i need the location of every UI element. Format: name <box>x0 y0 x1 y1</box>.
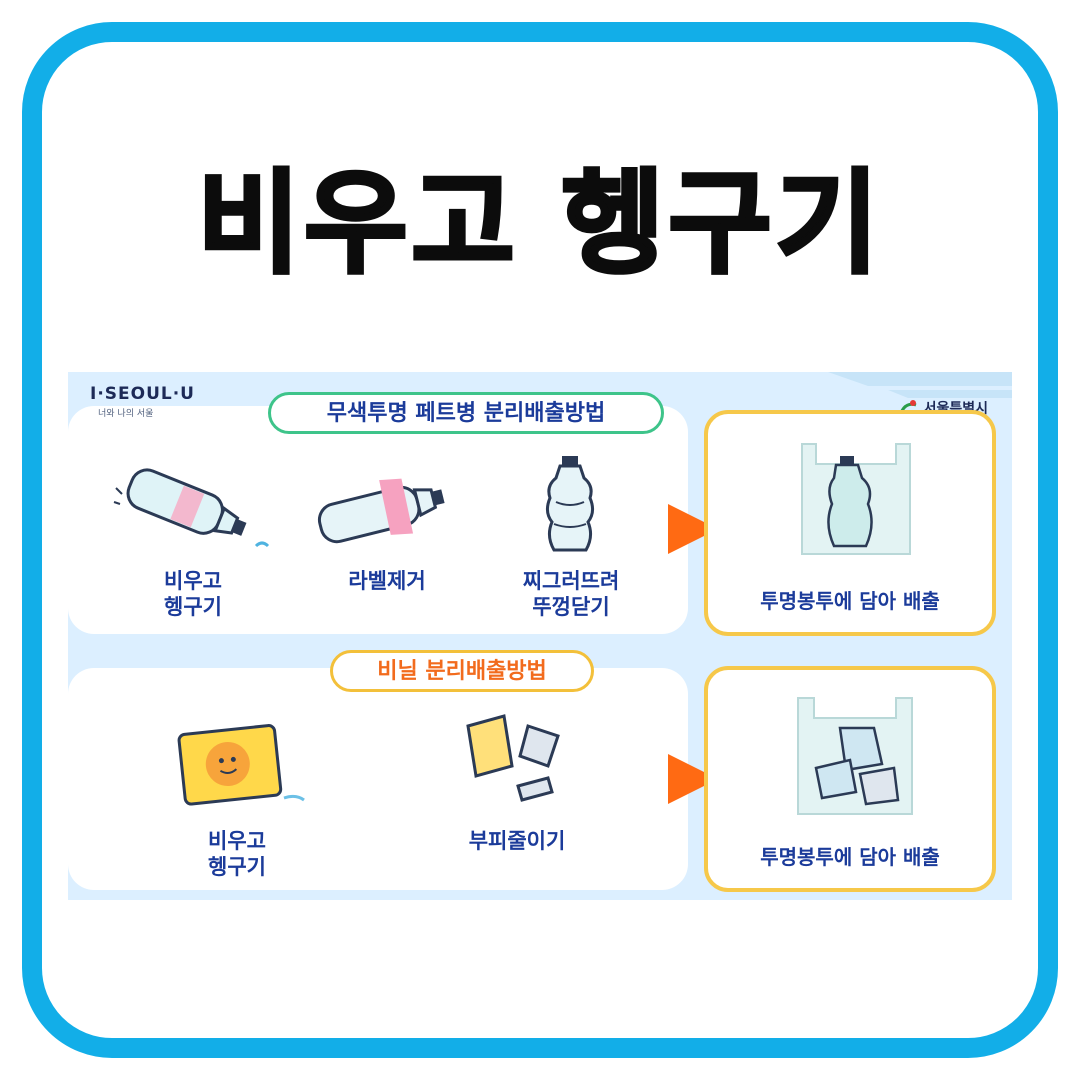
crush-bottle-icon <box>545 456 595 552</box>
vinyl-step-2-label: 부피줄이기 <box>468 829 566 853</box>
arrow-right-icon <box>668 754 718 804</box>
rinse-snack-bag-icon <box>177 724 305 806</box>
arrow-right-icon <box>668 504 718 554</box>
vinyl-result-box: 투명봉투에 담아 배출 <box>704 666 996 892</box>
fold-vinyl-icon <box>466 714 560 802</box>
brand-slogan: 너와 나의 서울 <box>98 409 154 419</box>
recycling-poster: I·SEOUL·U 너와 나의 서울 서울특별시 무색투명 페트병 분리배출방법… <box>68 372 1012 900</box>
brand-block: I·SEOUL·U 너와 나의 서울 <box>90 384 195 419</box>
pet-step-3-label: 찌그러뜨려 뚜껑닫기 <box>522 569 620 619</box>
brand-logo: I·SEOUL·U <box>90 384 195 404</box>
pet-step-2-label: 라벨제거 <box>348 569 426 593</box>
page-title: 비우고 헹구기 <box>195 159 883 289</box>
clear-bag-with-vinyl-icon <box>797 697 913 815</box>
vinyl-heading: 비닐 분리배출방법 <box>330 650 594 692</box>
pet-result-label: 투명봉투에 담아 배출 <box>760 589 940 613</box>
vinyl-result-label: 투명봉투에 담아 배출 <box>760 845 940 869</box>
clear-bag-with-bottles-icon <box>801 443 911 555</box>
pet-heading: 무색투명 페트병 분리배출방법 <box>268 392 664 434</box>
pet-step-1-label: 비우고 헹구기 <box>164 569 222 619</box>
pet-result-box: 투명봉투에 담아 배출 <box>704 410 996 636</box>
rinse-bottle-icon <box>113 468 270 548</box>
remove-label-icon <box>317 478 445 544</box>
vinyl-step-1-label: 비우고 헹구기 <box>208 829 266 879</box>
